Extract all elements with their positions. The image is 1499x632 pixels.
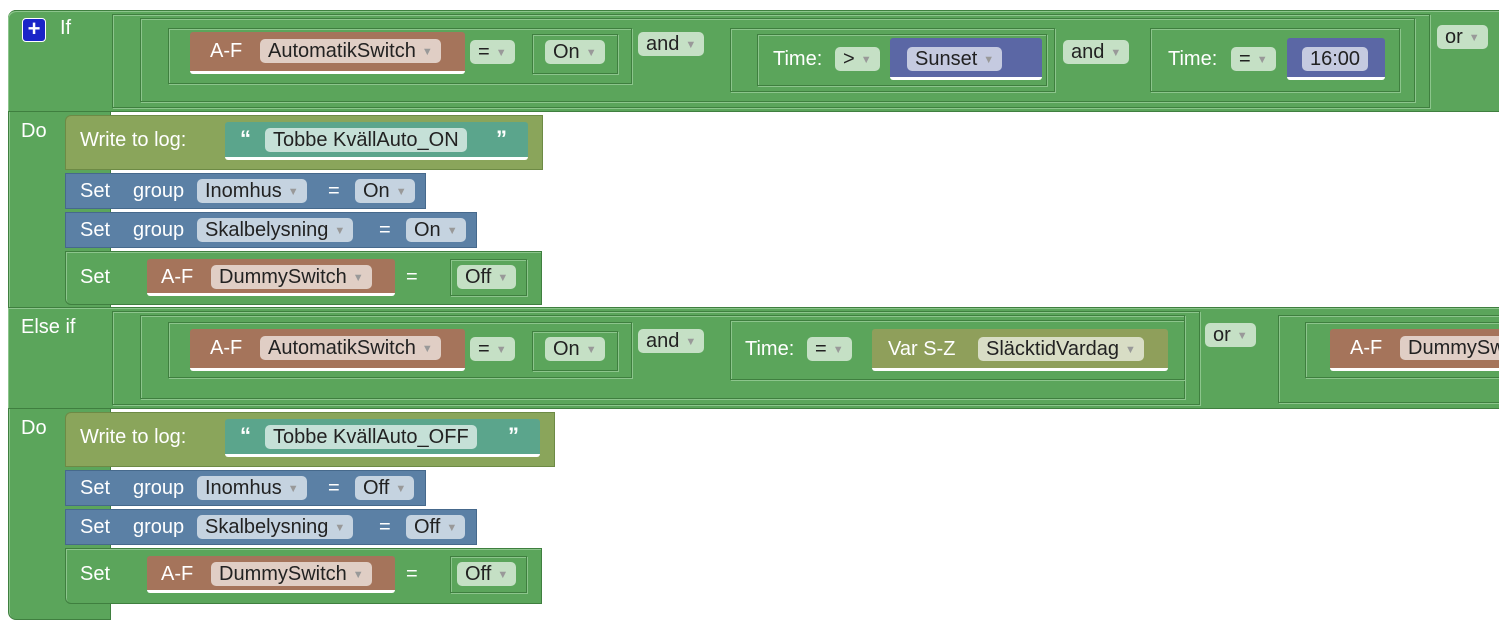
device-block[interactable]: A-F DummySwitch▼ — [147, 259, 395, 296]
group-label: group — [133, 516, 185, 538]
and-dropdown[interactable]: and▼ — [638, 329, 705, 353]
device-prefix: A-F — [210, 337, 243, 359]
state-dropdown[interactable]: On▼ — [545, 337, 605, 361]
device-prefix: A-F — [1350, 337, 1383, 359]
state-dropdown[interactable]: Off▼ — [457, 265, 517, 289]
device-dropdown[interactable]: AutomatikSwitch▼ — [260, 39, 441, 63]
write-log-label: Write to log: — [80, 129, 187, 151]
time-label: Time: — [745, 338, 795, 360]
group-label: group — [133, 477, 185, 499]
open-quote-icon: “ — [240, 423, 251, 448]
time-label: Time: — [773, 48, 823, 70]
group-dropdown[interactable]: Skalbelysning▼ — [197, 218, 354, 242]
close-quote-icon: ” — [508, 423, 519, 448]
mutator-plus-icon[interactable]: + — [22, 18, 46, 42]
device-block[interactable]: A-F AutomatikSwitch▼ — [190, 32, 465, 74]
group-dropdown[interactable]: Inomhus▼ — [197, 179, 307, 203]
equals-label: = — [379, 219, 391, 241]
equals-label: = — [328, 477, 340, 499]
device-dropdown[interactable]: DummySwitch▼ — [211, 265, 372, 289]
group-state-dropdown[interactable]: On▼ — [406, 218, 466, 242]
device-prefix: A-F — [161, 563, 194, 585]
device-block[interactable]: A-F DummySw — [1330, 329, 1499, 371]
group-state-dropdown[interactable]: Off▼ — [406, 515, 466, 539]
group-state-dropdown[interactable]: On▼ — [355, 179, 415, 203]
time-op-dropdown-2[interactable]: =▼ — [1231, 47, 1276, 71]
set-label: Set — [80, 266, 111, 288]
or-dropdown[interactable]: or▼ — [1437, 25, 1488, 49]
equals-label: = — [406, 266, 418, 288]
close-quote-icon: ” — [496, 126, 507, 151]
write-log-label: Write to log: — [80, 426, 187, 448]
do-label: Do — [21, 120, 47, 142]
variable-dropdown[interactable]: SläcktidVardag▼ — [978, 337, 1144, 361]
group-dropdown[interactable]: Skalbelysning▼ — [197, 515, 354, 539]
equals-label: = — [406, 563, 418, 585]
device-block[interactable]: A-F DummySwitch▼ — [147, 556, 395, 593]
equals-label: = — [328, 180, 340, 202]
set-label: Set — [80, 516, 111, 538]
and-dropdown[interactable]: and▼ — [638, 32, 705, 56]
device-dropdown[interactable]: DummySwitch▼ — [211, 562, 372, 586]
time-label-2: Time: — [1168, 48, 1218, 70]
variable-prefix: Var S-Z — [888, 338, 956, 360]
else-if-label: Else if — [21, 316, 76, 338]
operator-dropdown[interactable]: =▼ — [470, 337, 515, 361]
state-dropdown[interactable]: Off▼ — [457, 562, 517, 586]
operator-dropdown[interactable]: =▼ — [470, 40, 515, 64]
sun-dropdown[interactable]: Sunset▼ — [907, 47, 1003, 71]
set-label: Set — [80, 477, 111, 499]
group-state-dropdown[interactable]: Off▼ — [355, 476, 415, 500]
time-value-field[interactable]: 16:00 — [1302, 47, 1369, 71]
or-dropdown[interactable]: or▼ — [1205, 323, 1256, 347]
equals-label: = — [379, 516, 391, 538]
device-dropdown[interactable]: DummySw — [1400, 336, 1499, 360]
open-quote-icon: “ — [240, 126, 251, 151]
do-label-2: Do — [21, 417, 47, 439]
time-op-dropdown[interactable]: >▼ — [835, 47, 880, 71]
device-dropdown[interactable]: AutomatikSwitch▼ — [260, 336, 441, 360]
group-dropdown[interactable]: Inomhus▼ — [197, 476, 307, 500]
device-block[interactable]: A-F AutomatikSwitch▼ — [190, 329, 465, 371]
if-label: If — [60, 17, 72, 39]
device-prefix: A-F — [161, 266, 194, 288]
log-text-field[interactable]: Tobbe KvällAuto_OFF — [265, 425, 477, 449]
and-dropdown-2[interactable]: and▼ — [1063, 40, 1130, 64]
state-dropdown[interactable]: On▼ — [545, 40, 605, 64]
set-label: Set — [80, 219, 111, 241]
group-label: group — [133, 180, 185, 202]
log-text-field[interactable]: Tobbe KvällAuto_ON — [265, 128, 467, 152]
variable-block[interactable]: Var S-Z SläcktidVardag▼ — [872, 329, 1168, 371]
set-label: Set — [80, 180, 111, 202]
set-label: Set — [80, 563, 111, 585]
device-prefix: A-F — [210, 40, 243, 62]
time-op-dropdown[interactable]: =▼ — [807, 337, 852, 361]
group-label: group — [133, 219, 185, 241]
